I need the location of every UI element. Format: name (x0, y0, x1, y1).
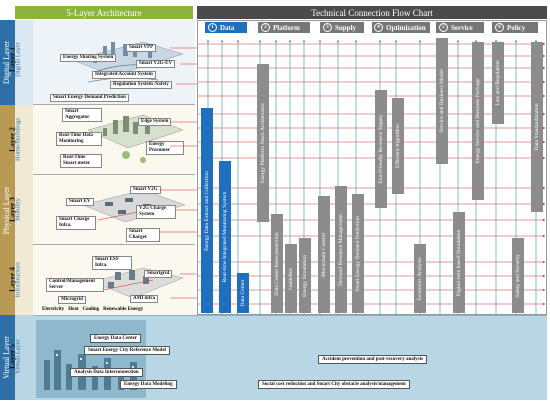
bar-service-package: Energy Service and Business Package (472, 42, 484, 200)
bar-demand-prediction: Smart Energy Demand Prediction (352, 194, 364, 313)
label-smart-ess: Smart ESS Infra. (92, 256, 132, 270)
label-smart-aggregator: Smart Aggregator (62, 108, 102, 122)
virtual-analysis-interconnection: Analysis Data Interconnection (70, 368, 143, 377)
bar-blockchain-control-text: Blockchain Control (321, 232, 327, 277)
bar-energy-data-extract-text: Energy Data Extract and Collection (204, 170, 210, 251)
bar-energy-simulation-text: Energy Simulation (302, 254, 308, 297)
bar-data-center-text: Data Center (240, 279, 246, 307)
phase-policy-number: 6 (495, 23, 504, 32)
bar-digital-twin-text: Digital twin based Simulation (456, 229, 462, 296)
bar-blockchain-control: Blockchain Control (318, 196, 330, 313)
bar-digital-twin: Digital twin based Simulation (453, 212, 465, 313)
bar-economic-analysis: Economic Analysis (414, 244, 426, 313)
side-band-virtual (0, 315, 15, 400)
bar-datacenter-interconnection: Data Center Interconnection (271, 214, 283, 313)
bar-service-business-model: Service and Business Model (436, 38, 448, 164)
bar-demand-resource-text: Demand Resource Management (338, 213, 344, 286)
energy-cooling: Cooling (82, 307, 100, 312)
bar-service-business-model-text: Service and Business Model (439, 69, 445, 133)
layer3-strip (15, 175, 33, 245)
label-smartgrid: Smartgrid (144, 270, 173, 278)
bar-eco-supply: Eco-Friendly Resource Supply (375, 90, 387, 208)
bar-realtime-monitoring: Real-time Integrated Monitoring System (219, 161, 231, 313)
layer5-strip (15, 315, 33, 400)
bar-energy-data-extract: Energy Data Extract and Collection (201, 108, 213, 313)
virtual-social-cost: Social cost reduction and Smart City obs… (258, 380, 410, 389)
bar-platform-stack: Energy Platform Stack Architecture (257, 64, 269, 222)
bar-data-standardization-text: Data Standardization (534, 103, 540, 151)
bar-eco-supply-text: Eco-Friendly Resource Supply (378, 114, 384, 184)
label-smart-demand-prediction: Smart Energy Demand Prediction (50, 94, 129, 102)
virtual-reference-model: Smart Energy City Reference Model (84, 346, 170, 355)
bar-economic-analysis-text: Economic Analysis (417, 256, 423, 301)
label-ami-infra: AMI infra (130, 295, 159, 303)
energy-electricity: Electricity (42, 307, 65, 312)
label-microgrid: Microgrid (58, 296, 86, 304)
phase-policy-label: Policy (507, 23, 526, 32)
label-smart-vpp: Smart VPP (126, 44, 157, 52)
header-flow-chart: Technical Connection Flow Chart (197, 6, 547, 19)
label-integrated-account: Integrated Account System (92, 71, 156, 79)
bar-safety-security-text: Safety and Security (515, 253, 521, 298)
bar-safety-security: Safety and Security (512, 238, 524, 313)
virtual-accident-prevention: Accident prevention and post-recovery an… (318, 355, 427, 364)
bar-law-regulation: Law and Regulation (492, 42, 504, 124)
phase-service-label: Service (451, 23, 473, 32)
flow-panel (197, 20, 547, 315)
bar-guideline-text: Guideline (288, 267, 294, 290)
layer4-strip (15, 245, 33, 315)
bar-datacenter-interconnection-text: Data Center Interconnection (274, 231, 280, 296)
bar-realtime-monitoring-text: Real-time Integrated Monitoring System (222, 191, 228, 283)
label-energy-prosumer: Energy Prosumer (146, 141, 184, 155)
label-smart-ev: Smart EV (66, 198, 94, 206)
energy-types-row: Electricity Heat Cooling Renewable Energ… (42, 307, 192, 314)
virtual-energy-data-modeling: Energy Data Modeling (120, 380, 177, 389)
layer1-strip (15, 20, 33, 105)
phase-service-number: 5 (439, 23, 448, 32)
label-energy-sharing: Energy Sharing System (60, 54, 117, 62)
phase-supply-number: 3 (323, 23, 332, 32)
label-control-server: Control/Management Server (46, 278, 104, 292)
bar-data-center: Data Center (237, 273, 249, 313)
phase-supply-label: Supply (335, 23, 357, 32)
bar-guideline: Guideline (285, 244, 297, 313)
energy-heat: Heat (68, 307, 79, 312)
phase-optimization-label: Optimization (386, 23, 426, 32)
label-realtime-monitoring: Real-Time Data Monitoring (56, 132, 102, 146)
label-regulation: Regulation System /Safety (110, 81, 172, 89)
side-band-physical (0, 105, 15, 315)
label-smart-v2g-ev: Smart V2G-EV (136, 60, 176, 68)
side-band-digital (0, 20, 15, 105)
layer2-strip (15, 105, 33, 175)
phase-optimization-number: 4 (374, 23, 383, 32)
bar-law-regulation-text: Law and Regulation (495, 60, 501, 106)
bar-data-standardization: Data Standardization (531, 42, 543, 212)
label-v2g-charge: V2G Charge System (136, 205, 176, 219)
phase-data-number: 1 (208, 23, 217, 32)
bar-demand-resource: Demand Resource Management (335, 186, 347, 313)
phase-platform-label: Platform (273, 23, 300, 32)
header-5-layer: 5-Layer Architecture (15, 6, 193, 19)
label-smart-charger: Smart Charger (126, 228, 160, 242)
phase-platform-number: 2 (261, 23, 270, 32)
energy-renewable: Renewable Energy (103, 307, 144, 312)
bar-energy-simulation: Energy Simulation (299, 238, 311, 313)
phase-data-label: Data (220, 23, 235, 32)
bar-service-package-text: Energy Service and Business Package (475, 78, 481, 164)
bar-platform-stack-text: Energy Platform Stack Architecture (260, 103, 266, 183)
label-smart-charge-infra: Smart Charge Infra. (56, 216, 96, 230)
bar-efficient-algorithm: Efficient Algorithm (392, 98, 404, 194)
bar-efficient-algorithm-text: Efficient Algorithm (395, 124, 401, 168)
bar-demand-prediction-text: Smart Energy Demand Prediction (355, 215, 361, 292)
virtual-energy-data-center: Energy Data Center (90, 334, 142, 343)
label-realtime-smartmeter: Real-Time Smart meter (60, 154, 102, 168)
